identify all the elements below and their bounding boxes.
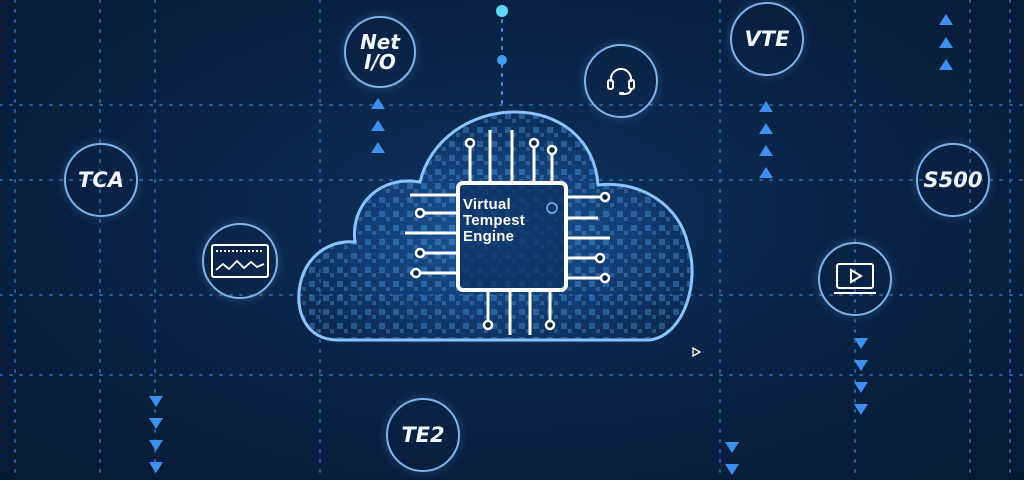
tca-label: TCA	[78, 167, 124, 192]
downward-arrows-bottom	[725, 442, 739, 475]
downward-arrows-left	[149, 396, 163, 473]
node-tca[interactable]: TCA	[64, 143, 138, 217]
upward-arrows-right	[759, 101, 773, 178]
net-io-line1: Net	[360, 30, 400, 54]
chip-pins	[405, 130, 610, 335]
chip-body	[456, 181, 568, 292]
center-label-line1: Virtual	[463, 196, 511, 213]
center-label-line3: Engine	[463, 227, 515, 245]
cursor-marker	[692, 346, 702, 358]
center-label-line2: Tempest	[463, 211, 525, 229]
s500-label: S500	[923, 167, 983, 192]
waveform-monitor-icon	[211, 244, 269, 278]
te2-label: TE2	[401, 422, 445, 447]
chip-pin-ends	[410, 137, 611, 331]
node-vte[interactable]: VTE	[730, 2, 804, 76]
chip-marker	[546, 202, 558, 214]
vte-label: VTE	[744, 26, 790, 51]
headset-icon	[607, 68, 635, 95]
node-net-io[interactable]: Net I/O	[344, 16, 416, 88]
signal-dot	[496, 5, 508, 17]
center-engine-label: Virtual Tempest Engine	[463, 197, 573, 244]
upward-arrows-top-right	[939, 14, 953, 70]
video-play-icon	[834, 263, 876, 294]
node-te2[interactable]: TE2	[386, 398, 460, 472]
node-s500[interactable]: S500	[916, 143, 990, 217]
node-video[interactable]	[818, 242, 892, 316]
node-headset[interactable]	[584, 44, 658, 118]
downward-arrows-right	[854, 338, 868, 415]
signal-dot	[497, 55, 507, 65]
node-waveform[interactable]	[202, 223, 278, 299]
net-io-line2: I/O	[364, 50, 396, 74]
upward-arrows-left	[371, 98, 385, 153]
